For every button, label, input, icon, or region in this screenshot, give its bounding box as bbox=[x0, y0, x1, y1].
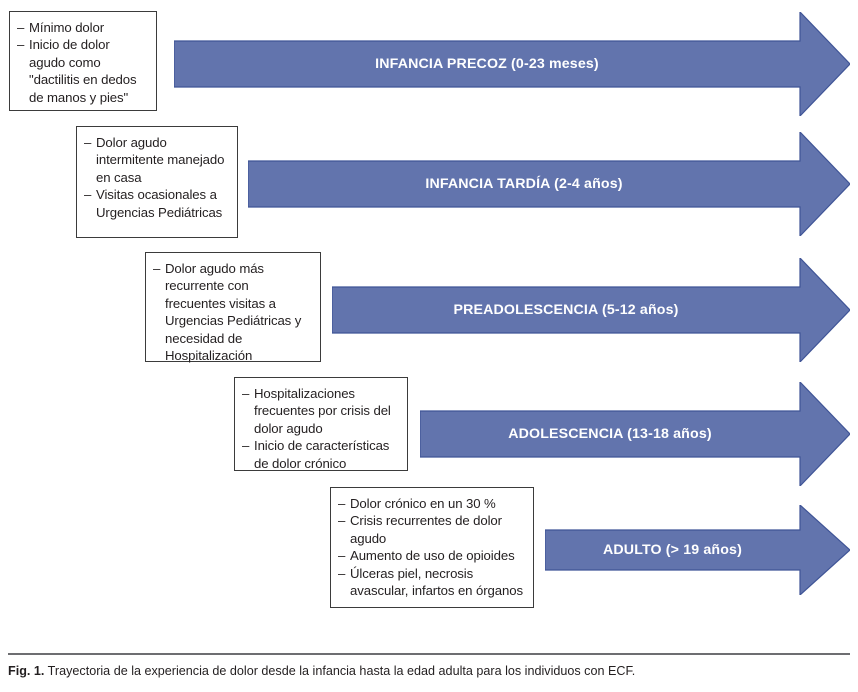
arrow-shape bbox=[248, 132, 850, 236]
stage-arrow-infancia-precoz bbox=[174, 12, 850, 116]
note-item: Dolor agudo intermitente manejado en cas… bbox=[84, 134, 229, 186]
note-box-adolescencia: Hospitalizaciones frecuentes por crisis … bbox=[234, 377, 408, 471]
arrow-shape bbox=[420, 382, 850, 486]
note-item: Úlceras piel, necrosis avascular, infart… bbox=[338, 565, 525, 600]
stage-arrow-adulto bbox=[545, 505, 850, 595]
arrow-shape bbox=[174, 12, 850, 116]
arrow-shape bbox=[332, 258, 850, 362]
note-list: Dolor agudo más recurrente con frecuente… bbox=[153, 260, 312, 364]
note-item: Inicio de dolor agudo como "dactilitis e… bbox=[17, 36, 148, 106]
note-item: Inicio de características de dolor cróni… bbox=[242, 437, 399, 472]
stage-arrow-infancia-tardia bbox=[248, 132, 850, 236]
caption-label: Fig. 1. bbox=[8, 664, 45, 678]
note-item: Dolor crónico en un 30 % bbox=[338, 495, 525, 513]
note-list: Mínimo dolor Inicio de dolor agudo como … bbox=[17, 19, 148, 106]
note-box-preadolescencia: Dolor agudo más recurrente con frecuente… bbox=[145, 252, 321, 364]
note-item: Dolor agudo más recurrente con frecuente… bbox=[153, 260, 312, 364]
note-list: Hospitalizaciones frecuentes por crisis … bbox=[242, 385, 399, 472]
figure-caption: Fig. 1. Trayectoria de la experiencia de… bbox=[8, 663, 850, 679]
note-item: Hospitalizaciones frecuentes por crisis … bbox=[242, 385, 399, 437]
note-item: Visitas ocasionales a Urgencias Pediátri… bbox=[84, 186, 229, 221]
note-item: Crisis recurrentes de dolor agudo bbox=[338, 512, 525, 547]
stage-arrow-adolescencia bbox=[420, 382, 850, 486]
caption-body: Trayectoria de la experiencia de dolor d… bbox=[47, 664, 636, 678]
caption-divider bbox=[8, 653, 850, 655]
note-box-infancia-tardia: Dolor agudo intermitente manejado en cas… bbox=[76, 126, 238, 238]
note-box-infancia-precoz: Mínimo dolor Inicio de dolor agudo como … bbox=[9, 11, 157, 111]
stage-arrow-preadolescencia bbox=[332, 258, 850, 362]
note-item: Mínimo dolor bbox=[17, 19, 148, 37]
note-list: Dolor agudo intermitente manejado en cas… bbox=[84, 134, 229, 221]
note-item: Aumento de uso de opioides bbox=[338, 547, 525, 565]
note-box-adulto: Dolor crónico en un 30 % Crisis recurren… bbox=[330, 487, 534, 608]
arrow-shape bbox=[545, 505, 850, 595]
figure-canvas: INFANCIA PRECOZ (0-23 meses) Mínimo dolo… bbox=[0, 0, 858, 625]
figure-caption-area: Fig. 1. Trayectoria de la experiencia de… bbox=[0, 625, 858, 692]
note-list: Dolor crónico en un 30 % Crisis recurren… bbox=[338, 495, 525, 599]
